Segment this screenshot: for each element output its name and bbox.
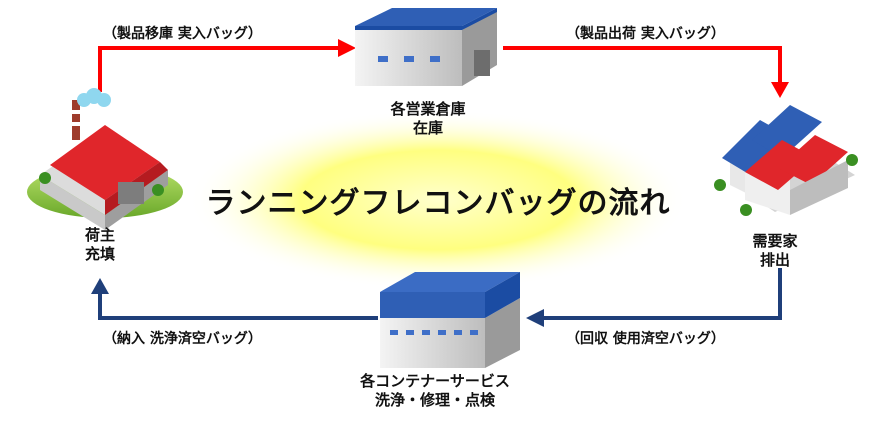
arrowhead-to-shipper (91, 278, 109, 294)
node-container-service-line2: 洗浄・修理・点検 (374, 391, 495, 409)
factory-icon (27, 88, 183, 230)
node-warehouse: 各営業倉庫 在庫 (368, 100, 488, 138)
blue-flow-arrows (98, 268, 782, 320)
red-flow-arrows (98, 46, 782, 92)
node-consumer-line2: 排出 (759, 251, 790, 269)
arrowhead-to-consumer (771, 82, 789, 98)
node-warehouse-line2: 在庫 (412, 119, 443, 137)
flow-label-to-shipper: （納入 洗浄済空バッグ） (103, 331, 262, 347)
flow-label-to-consumer: （製品出荷 実入バッグ） (566, 26, 725, 42)
flow-label-to-service: （回収 使用済空バッグ） (566, 331, 725, 347)
arrowhead-to-service (526, 309, 544, 327)
arrowhead-to-warehouse (338, 39, 356, 57)
arrow-to-warehouse (98, 46, 340, 92)
service-warehouse-icon (380, 272, 520, 368)
diagram-title: ランニングフレコンバッグの流れ (205, 186, 671, 221)
arrow-to-shipper (98, 292, 378, 320)
node-consumer: 需要家 排出 (735, 232, 815, 270)
node-warehouse-line1: 各営業倉庫 (390, 100, 466, 118)
consumer-factory-icon (714, 105, 858, 216)
flow-label-to-warehouse: （製品移庫 実入バッグ） (103, 26, 262, 42)
arrow-to-service (540, 268, 782, 320)
node-consumer-line1: 需要家 (752, 232, 798, 250)
node-shipper-line1: 荷主 (84, 226, 115, 244)
node-shipper: 荷主 充填 (60, 226, 140, 264)
node-shipper-line2: 充填 (84, 245, 115, 263)
node-container-service: 各コンテナーサービス 洗浄・修理・点検 (330, 372, 540, 410)
warehouse-icon (355, 8, 497, 86)
node-container-service-line1: 各コンテナーサービス (360, 372, 510, 390)
arrow-to-consumer (503, 46, 782, 85)
center-glow (188, 110, 688, 290)
